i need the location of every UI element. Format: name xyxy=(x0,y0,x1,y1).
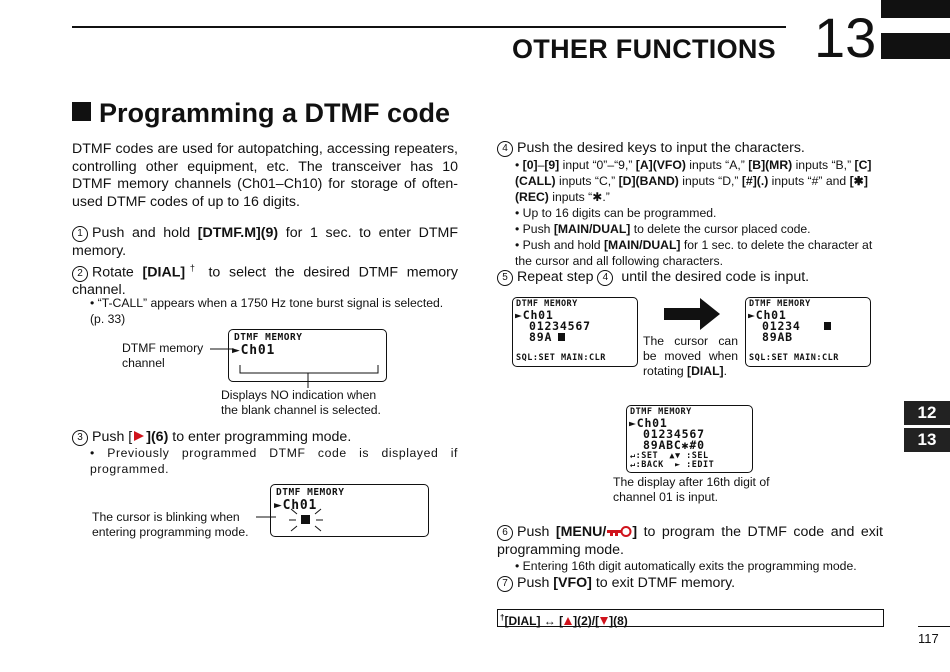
lcd-footer-1: ↵:SET ▲▼ :SEL xyxy=(630,451,709,461)
cursor-block-icon xyxy=(558,333,565,341)
step-6-bullet: • Entering 16th digit automatically exit… xyxy=(515,559,857,573)
chapter-number: 13 xyxy=(814,6,877,69)
step-4-bullet-1: • [0]–[9] input “0”–“9,” [A](VFO) inputs… xyxy=(515,158,872,205)
lcd-channel: ►Ch01 xyxy=(629,416,668,430)
lcd-title: DTMF MEMORY xyxy=(516,299,578,309)
side-tab-12[interactable]: 12 xyxy=(904,401,950,425)
lcd-title: DTMF MEMORY xyxy=(630,407,692,417)
lcd-after-16th-digit: DTMF MEMORY ►Ch01 01234567 89ABC✱#0 ↵:SE… xyxy=(626,405,753,473)
lcd-footer: SQL:SET MAIN:CLR xyxy=(749,353,839,363)
step-4-bullet-2: • Up to 16 digits can be programmed. xyxy=(515,206,717,220)
page-number-rule xyxy=(918,626,950,627)
step-number: 2 xyxy=(72,265,88,282)
down-key-icon xyxy=(599,614,609,625)
step-2-bullet: • “T-CALL” appears when a 1750 Hz tone b… xyxy=(90,296,444,327)
lcd1-blank-label: Displays NO indication when the blank ch… xyxy=(221,388,381,417)
step-number: 7 xyxy=(497,576,513,592)
lcd5-caption: The display after 16th digit of channel … xyxy=(613,475,770,504)
lcd-channel: ►Ch01 xyxy=(748,308,787,322)
header-bar-top xyxy=(881,0,950,18)
step-number: 4 xyxy=(497,141,513,157)
lcd-code-line-2: 89AB xyxy=(762,330,793,344)
cursor-move-caption: The cursor can be moved when rotating [D… xyxy=(643,334,738,378)
lcd1-callout-lines xyxy=(210,348,379,388)
lcd2-label: The cursor is blinking when entering pro… xyxy=(92,510,249,539)
lcd2-callout-line xyxy=(256,516,276,518)
lcd-footer-2: ↵:BACK ► :EDIT xyxy=(630,460,715,470)
lcd-code-line-1: 01234567 xyxy=(529,319,591,333)
header-rule xyxy=(72,26,786,28)
lcd-code-line-2: 89A xyxy=(529,330,553,344)
menu-key-icon xyxy=(132,430,146,442)
step-ref: 4 xyxy=(597,270,614,286)
lcd-code-line-1: 01234 xyxy=(762,319,801,333)
lcd-title: DTMF MEMORY xyxy=(276,487,345,498)
lcd-cursor-after: DTMF MEMORY ►Ch01 01234 89AB SQL:SET MAI… xyxy=(745,297,871,367)
key-lock-icon xyxy=(606,525,632,537)
lcd1-channel-label: DTMF memory channel xyxy=(122,341,204,370)
lcd-code-line-2: 89ABC✱#0 xyxy=(643,438,705,452)
header-bar-bottom xyxy=(881,33,950,59)
lcd-programming-mode: DTMF MEMORY ►Ch01 xyxy=(270,484,429,537)
step-3-bullet: • Previously programmed DTMF code is dis… xyxy=(90,446,458,477)
up-key-icon xyxy=(563,614,573,625)
lcd-channel: ►Ch01 xyxy=(232,343,276,358)
step-4-bullet-4: • Push and hold [MAIN/DUAL] for 1 sec. t… xyxy=(515,238,873,269)
intro-paragraph: DTMF codes are used for autopatching, ac… xyxy=(72,141,458,210)
lcd-title: DTMF MEMORY xyxy=(749,299,811,309)
step-number: 5 xyxy=(497,270,513,286)
side-tab-13[interactable]: 13 xyxy=(904,428,950,452)
chapter-title: OTHER FUNCTIONS xyxy=(512,34,776,64)
page-number: 117 xyxy=(918,631,939,646)
arrow-right-icon xyxy=(664,298,720,330)
blink-rays-icon xyxy=(289,508,323,532)
lcd-title: DTMF MEMORY xyxy=(234,332,303,343)
step-number: 6 xyxy=(497,525,513,541)
step-number: 3 xyxy=(72,430,88,446)
lcd-cursor-before: DTMF MEMORY ►Ch01 01234567 89A SQL:SET M… xyxy=(512,297,638,367)
step-number: 1 xyxy=(72,226,88,242)
lcd-footer: SQL:SET MAIN:CLR xyxy=(516,353,606,363)
lcd-channel: ►Ch01 xyxy=(515,308,554,322)
square-bullet-icon xyxy=(72,102,91,121)
step-4-bullet-3: • Push [MAIN/DUAL] to delete the cursor … xyxy=(515,222,811,236)
section-title: Programming a DTMF code xyxy=(72,98,450,129)
lcd-channel: ►Ch01 xyxy=(274,498,318,513)
cursor-block-icon xyxy=(824,322,831,330)
lcd-code-line-1: 01234567 xyxy=(643,427,705,441)
blinking-cursor-icon xyxy=(301,515,310,524)
footnote-box: †[DIAL] ↔ [](2)/[](8) xyxy=(497,609,884,628)
